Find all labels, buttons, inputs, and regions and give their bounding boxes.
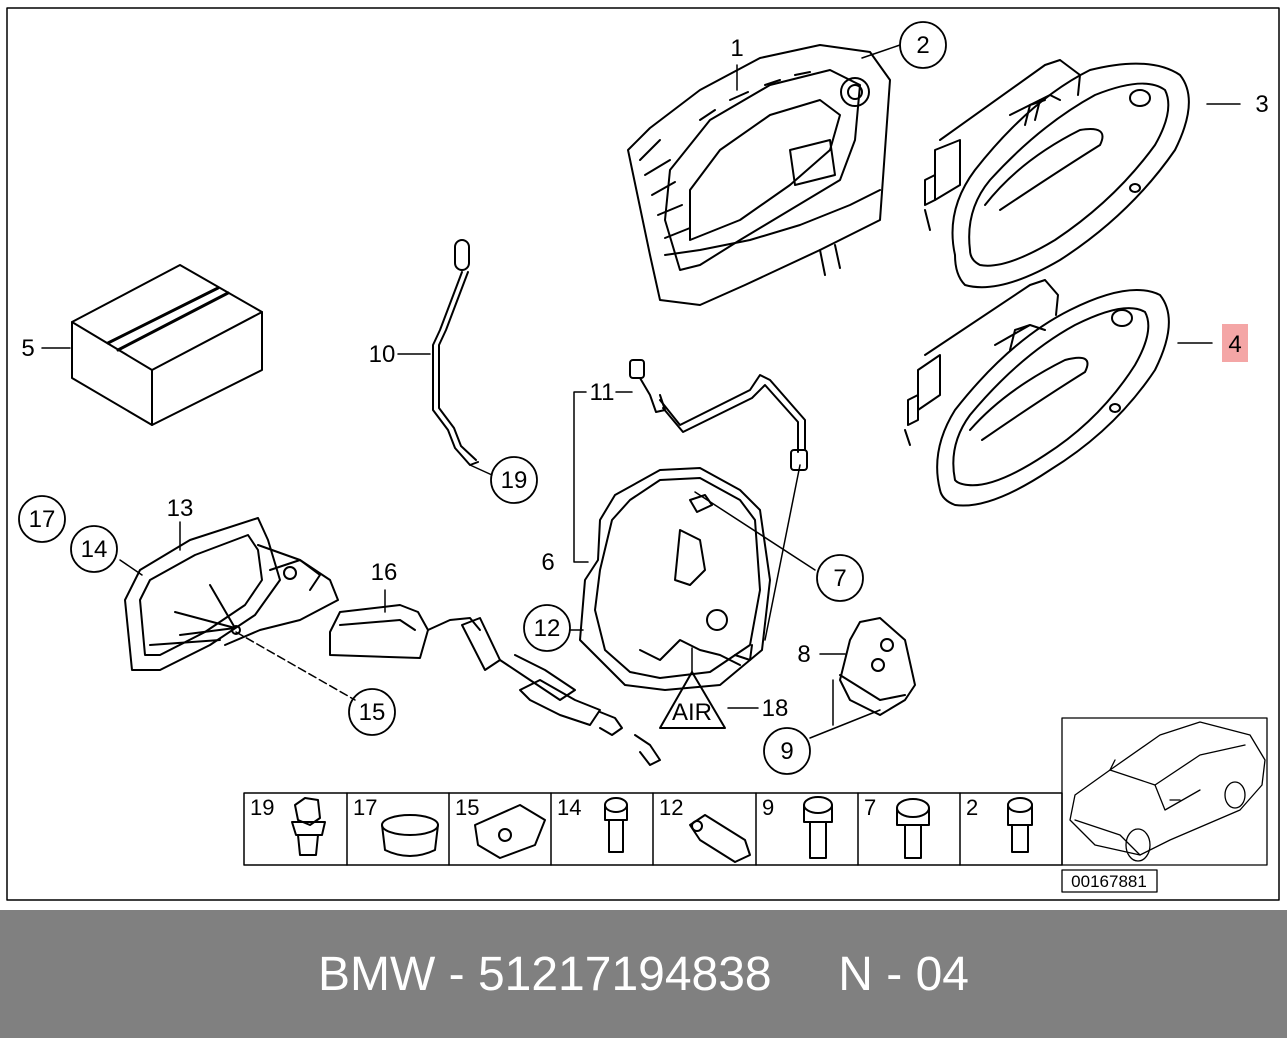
callout-4-highlight	[1222, 324, 1248, 362]
warning-label-text: AIR	[672, 699, 712, 726]
svg-text:12: 12	[659, 795, 683, 820]
car-thumbnail	[1061, 717, 1268, 866]
fastener-cell-14[interactable]: 14	[557, 795, 628, 853]
part-5-box[interactable]	[71, 264, 263, 426]
callout-19: 19	[490, 456, 538, 504]
callout-4-highlighted: 4	[1222, 324, 1248, 362]
callout-15: 15	[348, 688, 396, 736]
fastener-cell-15[interactable]: 15	[455, 795, 546, 859]
svg-text:17: 17	[29, 506, 56, 533]
svg-text:4: 4	[1228, 331, 1241, 358]
part-1-handle-carrier[interactable]	[627, 44, 891, 306]
svg-text:2: 2	[916, 32, 929, 59]
svg-text:14: 14	[557, 795, 581, 820]
part-cable-rod[interactable]	[427, 617, 661, 766]
part-3-outer-handle[interactable]	[924, 59, 1190, 289]
callout-6: 6	[541, 549, 554, 576]
leader-lines	[41, 44, 1241, 739]
callout-7: 7	[816, 554, 864, 602]
callout-12: 12	[523, 604, 571, 652]
part-13-inner-handle[interactable]	[124, 517, 339, 671]
part-8-striker[interactable]	[839, 617, 916, 716]
callout-11: 11	[590, 379, 615, 406]
svg-text:16: 16	[371, 559, 398, 586]
fastener-cell-7[interactable]: 7	[864, 795, 930, 859]
svg-text:19: 19	[250, 795, 274, 820]
callout-10: 10	[369, 341, 396, 368]
svg-text:10: 10	[369, 341, 396, 368]
callout-9: 9	[763, 727, 811, 775]
svg-text:15: 15	[455, 795, 479, 820]
svg-text:14: 14	[81, 536, 108, 563]
parts-diagram: AIR	[6, 7, 1280, 901]
svg-text:17: 17	[353, 795, 377, 820]
svg-text:12: 12	[534, 615, 561, 642]
svg-text:9: 9	[780, 738, 793, 765]
callout-8: 8	[797, 641, 810, 668]
part-16-trim[interactable]	[329, 604, 429, 659]
part-10-rod[interactable]	[432, 239, 479, 466]
callout-2: 2	[899, 21, 947, 69]
callout-13: 13	[167, 495, 194, 522]
svg-text:00167881: 00167881	[1071, 872, 1147, 891]
part-6-lock[interactable]	[579, 467, 771, 691]
fastener-cell-2[interactable]: 2	[966, 795, 1033, 853]
part-4-outer-handle[interactable]	[904, 279, 1170, 507]
svg-text:7: 7	[833, 565, 846, 592]
svg-text:15: 15	[359, 699, 386, 726]
fastener-cell-17[interactable]: 17	[353, 795, 439, 857]
svg-text:3: 3	[1255, 91, 1268, 118]
diagram-frame	[6, 7, 1280, 901]
callout-16: 16	[371, 559, 398, 586]
footer-banner: BMW - 51217194838 N - 04	[0, 910, 1287, 1038]
reference-code: 00167881	[1061, 869, 1158, 893]
svg-text:18: 18	[762, 695, 789, 722]
callout-5: 5	[21, 335, 34, 362]
svg-text:8: 8	[797, 641, 810, 668]
svg-text:11: 11	[590, 379, 615, 406]
svg-text:1: 1	[730, 35, 743, 62]
callout-1: 1	[730, 35, 743, 62]
part-number-caption: BMW - 51217194838 N - 04	[318, 947, 969, 1001]
svg-text:5: 5	[21, 335, 34, 362]
callout-3: 3	[1255, 91, 1268, 118]
fastener-cell-12[interactable]: 12	[659, 795, 751, 863]
svg-text:2: 2	[966, 795, 978, 820]
part-11-bowden-cable[interactable]	[629, 359, 808, 471]
svg-text:7: 7	[864, 795, 876, 820]
svg-text:9: 9	[762, 795, 774, 820]
fastener-cell-19[interactable]: 19	[250, 795, 326, 856]
svg-text:13: 13	[167, 495, 194, 522]
callout-17: 17	[18, 495, 66, 543]
svg-text:6: 6	[541, 549, 554, 576]
fastener-cell-9[interactable]: 9	[762, 795, 833, 859]
callout-14: 14	[70, 525, 118, 573]
part-18-warning-label[interactable]: AIR	[659, 671, 726, 729]
callout-18: 18	[762, 695, 789, 722]
svg-text:19: 19	[501, 467, 528, 494]
